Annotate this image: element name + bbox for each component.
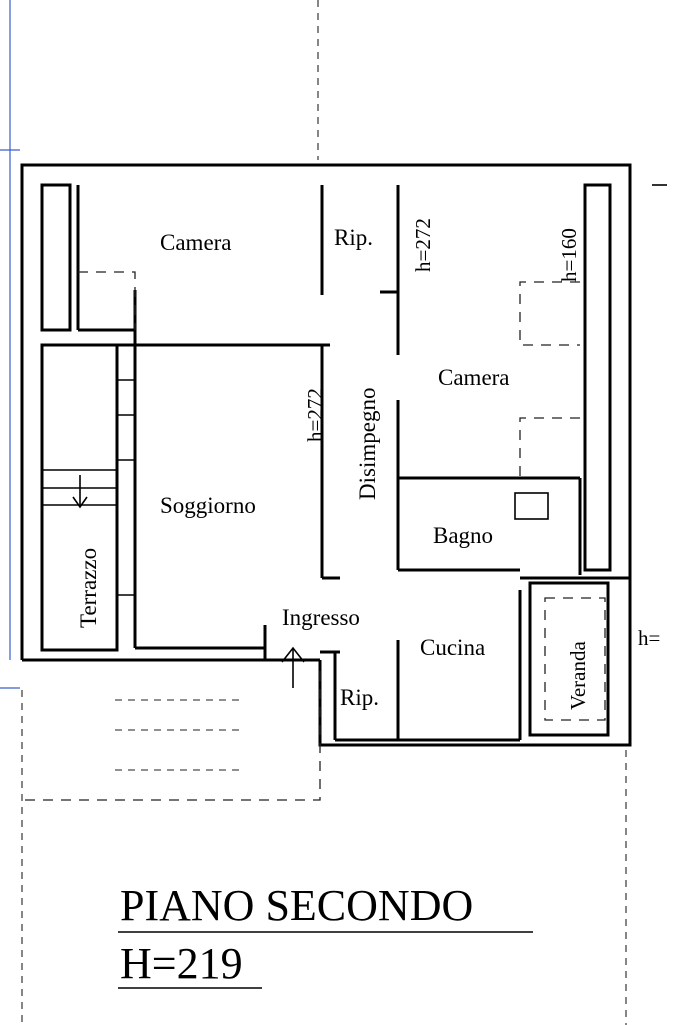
- height-label-camera-right: h=160: [557, 228, 581, 282]
- room-label-terrazzo: Terrazzo: [76, 548, 101, 628]
- room-label-rip-bottom: Rip.: [340, 685, 379, 710]
- axis-lines: [21, 0, 667, 1025]
- entry-arrow-icon: [281, 646, 305, 688]
- height-label-rip-top: h=272: [411, 218, 435, 272]
- height-label-disimpegno: h=272: [303, 388, 327, 442]
- plan-title: PIANO SECONDO: [120, 881, 473, 930]
- room-label-soggiorno: Soggiorno: [160, 493, 256, 518]
- room-label-camera-right: Camera: [438, 365, 510, 390]
- room-label-ingresso: Ingresso: [282, 605, 360, 630]
- room-label-cucina: Cucina: [420, 635, 485, 660]
- room-label-veranda: Veranda: [566, 641, 590, 710]
- room-label-camera-left: Camera: [160, 230, 232, 255]
- room-label-rip-top: Rip.: [334, 225, 373, 250]
- fixtures: [25, 271, 606, 801]
- terrazzo-arrow-icon: [72, 475, 88, 509]
- margin-guides: [0, 0, 20, 689]
- plan-height: H=219: [120, 939, 243, 988]
- room-label-disimpegno: Disimpegno: [355, 388, 380, 500]
- height-label-right-edge: h=: [638, 626, 660, 650]
- room-label-bagno: Bagno: [433, 523, 493, 548]
- outer-walls: [20, 163, 632, 747]
- interior-walls: [40, 183, 630, 742]
